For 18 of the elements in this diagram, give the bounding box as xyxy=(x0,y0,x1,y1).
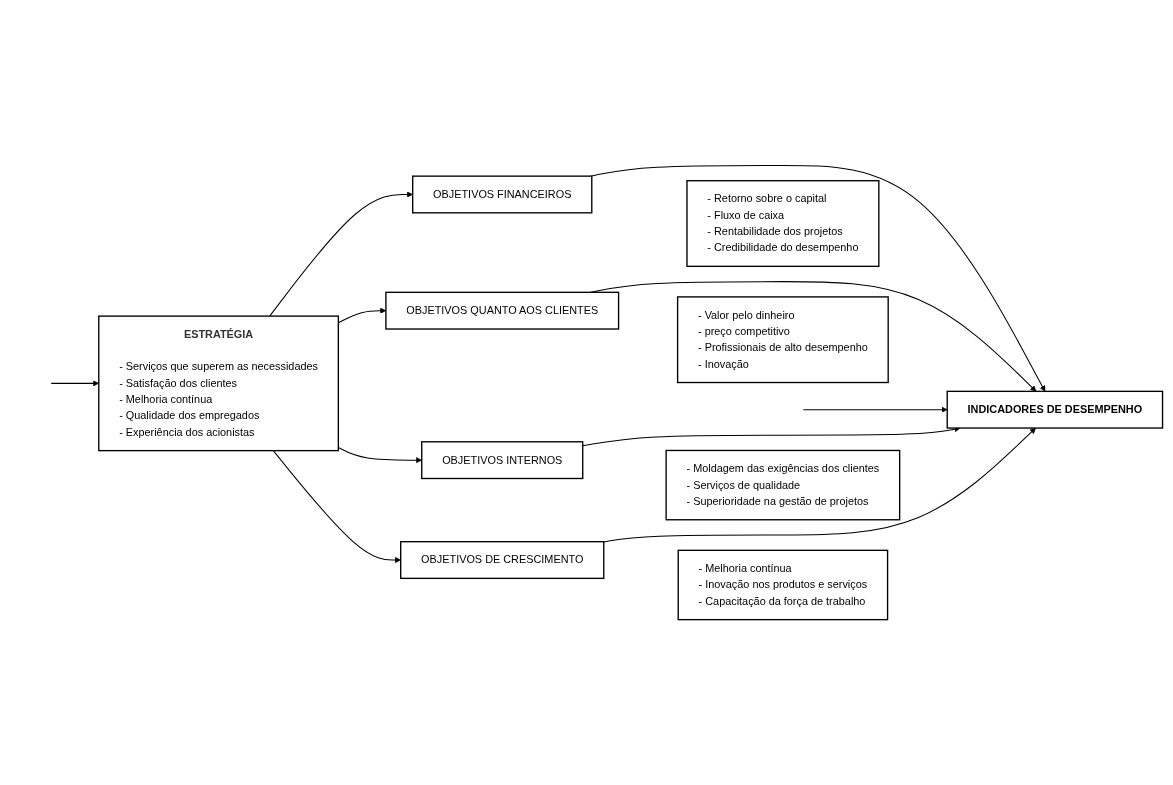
node-box xyxy=(677,549,889,621)
arrow xyxy=(582,426,961,447)
arrow xyxy=(603,427,1036,543)
node-box xyxy=(665,449,901,521)
node-box xyxy=(676,296,889,384)
node-box xyxy=(412,175,593,214)
arrow xyxy=(590,164,1046,392)
node-box xyxy=(946,390,1164,429)
node-box xyxy=(98,315,339,452)
arrow xyxy=(337,446,422,464)
node-box xyxy=(385,291,620,330)
arrow xyxy=(272,450,401,563)
node-box xyxy=(421,441,584,480)
node-box xyxy=(686,180,880,267)
arrow xyxy=(269,191,413,317)
flowchart-drawing: ESTRATÉGIA - Serviços que superem as necessidades - Satisfação dos clientes - Melhoria contínua - Qualidade dos empregados - Experiência dos acionistas OBJETIVOS FINANCEIROS - Retorno sobre o capital - Fluxo de caixa - Rentabilidade dos projetos - Credibilidade do desempenho OBJETIVOS QUANTO AOS CLIENTES - Valor pelo dinheiro - preço competitivo - Profissionais de alto desempenho - Inovação OBJETIVOS INTERNOS - Moldagem das exigências dos clientes - Serviços de qualidade - Superioridade na gestão de projetos OBJETIVOS DE CRESCIMENTO - Melhoria contínua - Inovação nos produtos e serviços - Capacitação da força de trabalho INDICADORES DE DESEMPENHO xyxy=(5,159,1168,626)
arrow xyxy=(802,406,948,413)
node-box xyxy=(400,540,605,579)
